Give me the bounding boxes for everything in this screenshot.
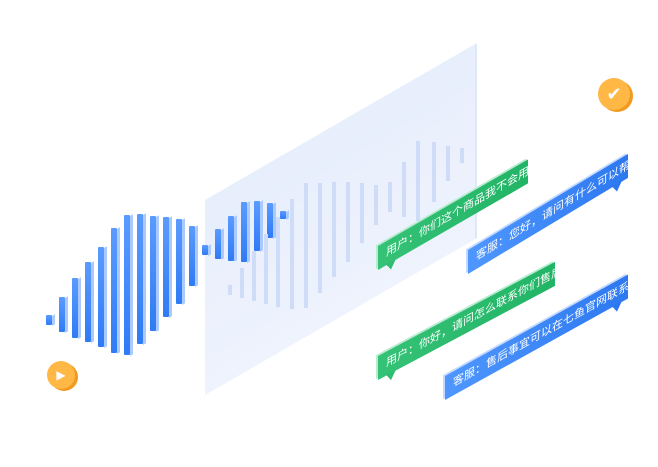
waveform-bar [85,262,91,343]
waveform-bar [280,210,286,219]
waveform-shadow-bar [318,182,322,293]
waveform-bar [215,228,221,259]
waveform-bar [254,201,260,252]
waveform-shadow-bar [346,181,350,262]
waveform-shadow-bar [374,185,378,226]
waveform-shadow-bar [460,147,464,163]
waveform-shadow-bar [332,182,336,278]
waveform-bar [267,203,273,239]
waveform-shadow-bar [432,141,436,202]
waveform-shadow-bar [228,285,232,295]
waveform-bar [111,228,117,354]
check-circle-icon: ✔ [598,78,630,110]
waveform-bar [137,214,143,345]
waveform-shadow-bar [446,146,450,182]
waveform-shadow-bar [290,199,294,310]
chat-bubble-agent-1: 客服：您好，请问有什么可以帮您? [468,148,647,274]
waveform-bar [228,215,234,261]
waveform-bar [72,278,78,339]
waveform-bar [189,225,195,286]
waveform-shadow-bar [240,268,244,299]
waveform-shadow-bar [304,183,308,309]
waveform-bar [150,215,156,331]
play-circle-icon: ▶ [47,361,75,389]
waveform-shadow-bar [264,234,268,305]
chat-text: 客服：您好，请问有什么可以帮您? [476,147,647,264]
waveform-shadow-bar [416,140,420,221]
waveform-shadow-bar [402,161,406,217]
waveform-bar [176,219,182,304]
waveform-bar [59,296,65,332]
waveform-bar [163,217,169,318]
waveform-bar [202,244,208,255]
waveform-bar [46,315,52,325]
waveform-shadow-bar [276,217,280,308]
waveform-shadow-bar [360,183,364,244]
waveform-bar [124,214,130,355]
waveform-bar [98,246,104,347]
waveform-bar [241,202,247,263]
waveform-shadow-bar [388,182,392,213]
waveform-shadow-bar [252,251,256,302]
